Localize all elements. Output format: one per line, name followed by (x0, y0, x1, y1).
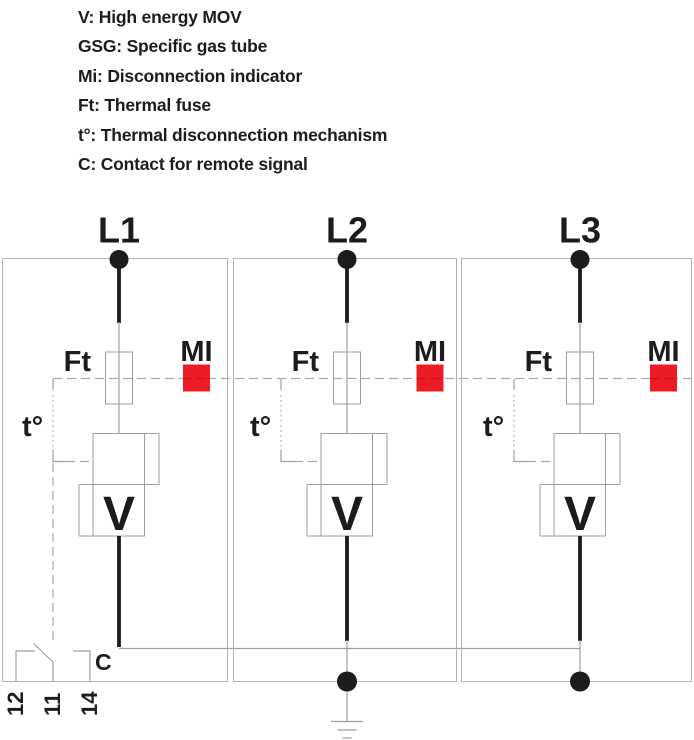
varistor-label: V (564, 488, 596, 541)
module-outline-box (2, 258, 228, 682)
contact-blade (33, 643, 54, 663)
terminal-label-14: 14 (77, 691, 102, 716)
legend-line-varistor: V: High energy MOV (78, 7, 242, 27)
varistor-label: V (331, 488, 363, 541)
thermal-link-corner (52, 449, 66, 463)
fuse-label: Ft (64, 346, 92, 378)
earth-terminal-dot (337, 671, 357, 692)
indicator-label: MI (414, 336, 446, 368)
legend-line-gas-tube: GSG: Specific gas tube (78, 36, 268, 57)
module-outline-box (233, 258, 457, 682)
phase-module-l2: L2 Ft t° V MI (233, 210, 457, 739)
legend-line-indicator: Mi: Disconnection indicator (78, 65, 303, 86)
line-terminal-dot (570, 250, 590, 269)
indicator-label: MI (647, 336, 679, 368)
phase-module-l3: L3 Ft t° V MI (461, 210, 692, 692)
phase-label-l2: L2 (326, 210, 368, 251)
legend: V: High energy MOV GSG: Specific gas tub… (78, 3, 387, 179)
fuse-label: Ft (292, 346, 320, 378)
legend-line-fuse: Ft: Thermal fuse (78, 95, 211, 116)
terminal-label-12: 12 (3, 692, 28, 716)
fuse-label: Ft (525, 346, 553, 378)
contact-label: C (95, 649, 112, 675)
thermal-link-corner (280, 449, 294, 463)
contact-lead-12 (15, 650, 35, 682)
legend-line-thermal: t°: Thermal disconnection mechanism (78, 124, 388, 145)
terminal-label-11: 11 (40, 693, 65, 716)
legend-line-contact: C: Contact for remote signal (78, 154, 308, 175)
earth-terminal-dot (570, 671, 590, 692)
contact-lead-14 (73, 650, 91, 682)
module-outline-box (461, 258, 692, 682)
thermal-label: t° (483, 411, 504, 443)
phase-module-l1: L1 Ft t° V MI (2, 210, 228, 716)
thermal-fuse-symbol (333, 351, 361, 405)
thermal-link-corner (513, 449, 527, 463)
phase-label-l1: L1 (98, 210, 140, 251)
line-terminal-dot (109, 250, 129, 269)
thermal-label: t° (250, 411, 271, 443)
varistor-label: V (103, 488, 135, 541)
thermal-fuse-symbol (105, 351, 133, 405)
ground-symbol (331, 692, 363, 739)
line-terminal-dot (337, 250, 357, 269)
phase-label-l3: L3 (559, 210, 601, 251)
thermal-fuse-symbol (566, 351, 594, 405)
thermal-label: t° (22, 411, 43, 443)
indicator-label: MI (180, 336, 212, 368)
